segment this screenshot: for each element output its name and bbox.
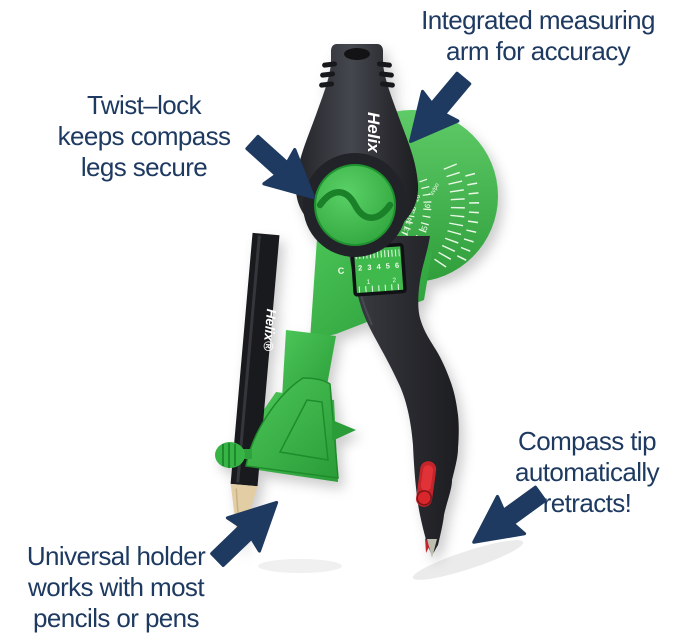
tip-red-edge — [425, 538, 430, 553]
arrow-universal-holder — [199, 484, 294, 578]
shadow — [258, 559, 342, 573]
compass-product: cm 16 15 14 13 12 in/po 6 5 — [215, 44, 498, 558]
holder-frame — [245, 377, 339, 479]
callout-line: Integrated measuring — [421, 5, 655, 35]
arrow-measuring-arm — [391, 62, 484, 158]
callout-line: Compass tip — [518, 426, 657, 456]
window-in-number: 1 — [366, 279, 370, 286]
arm-cm-number: 14 — [405, 217, 414, 227]
tip-slider — [416, 461, 437, 507]
callout-universal-holder: Universal holder works with most pencils… — [4, 541, 228, 634]
head-brand-text: Helix — [364, 112, 383, 154]
callout-line: works with most — [28, 572, 205, 602]
retractable-tip — [416, 461, 437, 558]
callout-compass-tip: Compass tip automatically retracts! — [496, 426, 678, 519]
callout-line: arm for accuracy — [445, 36, 631, 66]
thumbscrew-ridges — [222, 443, 236, 468]
callout-line: Universal holder — [26, 541, 206, 571]
arrow-compass-tip — [459, 473, 556, 563]
window-in-number: 2 — [392, 277, 396, 284]
arm-in-number: 5 — [420, 224, 430, 232]
callout-line: pencils or pens — [33, 603, 199, 633]
callout-line: keeps compass — [57, 121, 231, 151]
arm-in-number: 6 — [423, 202, 433, 210]
arrow-twist-lock — [235, 123, 331, 217]
arm-unit-in: in/po — [429, 182, 441, 197]
slider-inner — [420, 465, 434, 491]
pencil-facet — [236, 235, 261, 483]
callout-twist-lock: Twist–lock keeps compass legs secure — [28, 90, 260, 183]
leg-scale-unit: C — [337, 266, 345, 276]
arrow-shape — [210, 500, 279, 568]
arm-cm-number: 16 — [413, 194, 422, 204]
window-in-ticks — [358, 283, 402, 293]
window-cm-numbers: 2 3 4 5 6 — [358, 261, 401, 273]
callout-line: Twist–lock — [87, 90, 202, 120]
callout-line: legs secure — [80, 152, 208, 182]
holder-thumbscrew — [215, 442, 252, 468]
tip-needle — [427, 539, 437, 558]
callout-measuring-arm: Integrated measuring arm for accuracy — [398, 5, 678, 67]
shadow — [412, 540, 524, 580]
callout-line: retracts! — [542, 488, 632, 518]
head-grip-ribs — [319, 61, 395, 88]
arm-cm-number: 15 — [409, 206, 418, 216]
arrow-shape — [409, 71, 472, 144]
twist-lock-knob — [303, 153, 407, 257]
arrow-shape — [245, 134, 316, 200]
callout-line: automatically — [515, 457, 660, 487]
holder-pointer-tab — [332, 420, 356, 441]
head-hanging-hole — [344, 48, 370, 60]
pencil-brand-text: Helix® — [260, 308, 279, 351]
universal-holder — [215, 377, 356, 479]
arrow-shape — [472, 485, 547, 544]
arm-cm-number: 13 — [402, 227, 411, 237]
knob-wave-grip — [316, 189, 394, 221]
slider-button — [416, 490, 432, 506]
